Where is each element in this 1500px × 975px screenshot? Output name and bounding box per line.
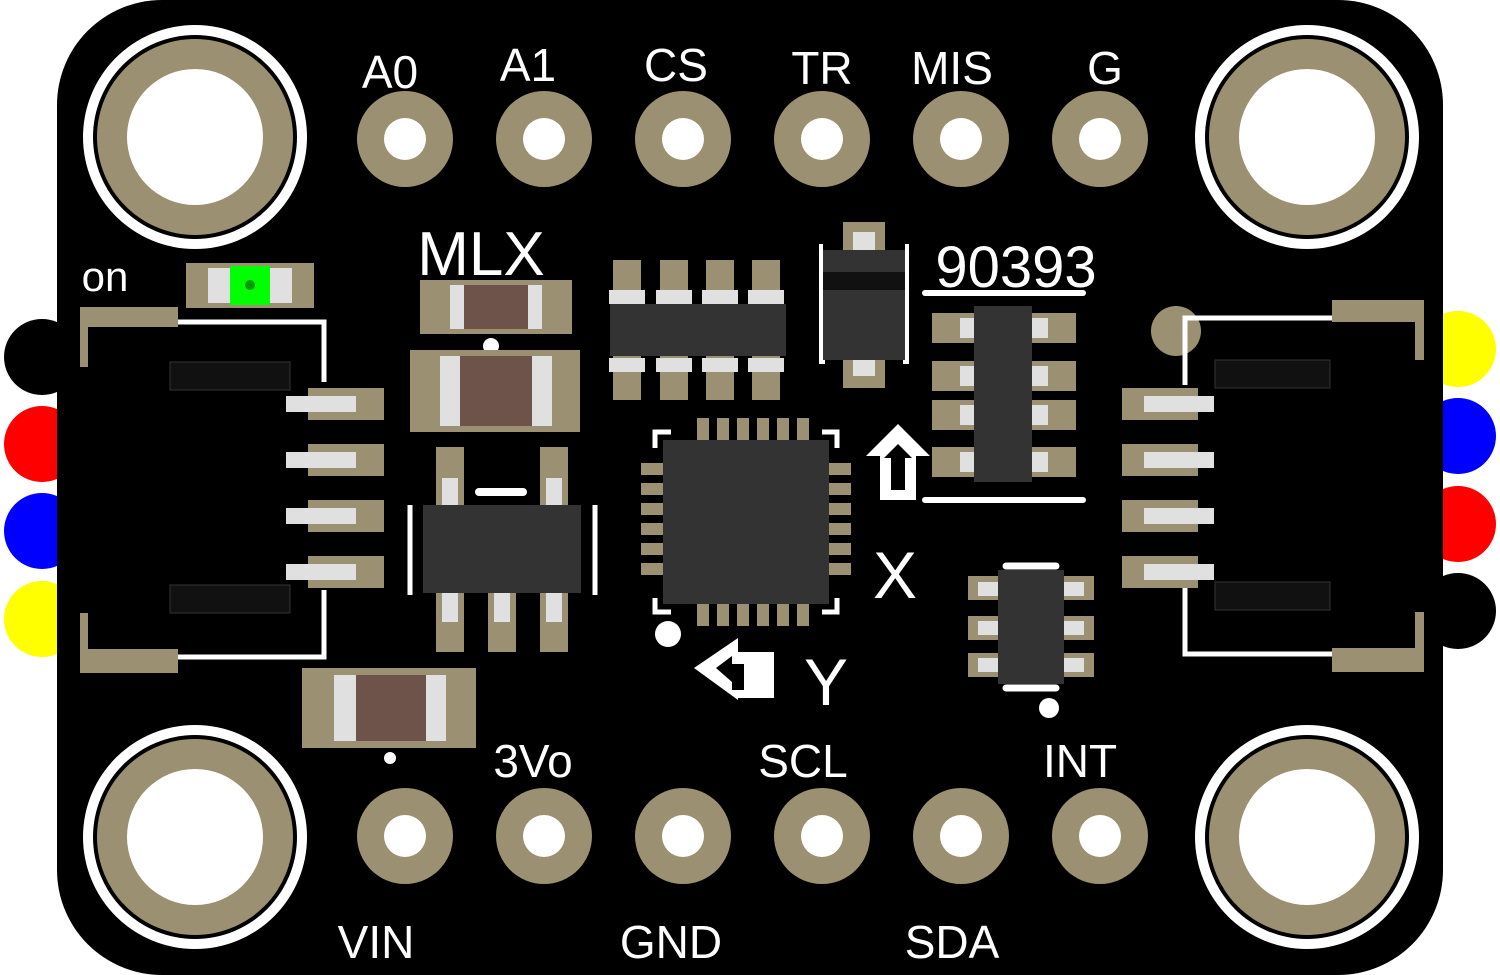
label-mis: MIS [911, 42, 993, 94]
sot-6-chip [968, 562, 1094, 718]
chip-label: MLX [417, 220, 544, 289]
pad-tr [774, 91, 870, 187]
label-g: G [1087, 42, 1123, 94]
label-3vo: 3Vo [493, 735, 572, 787]
pad-int [1052, 788, 1148, 884]
axis-arrow-left-icon [694, 638, 774, 700]
label-sda: SDA [905, 916, 1000, 968]
qfn-sensor-chip [641, 418, 851, 647]
pad-scl [774, 788, 870, 884]
capacitor-lower [302, 668, 476, 748]
axis-y-label: Y [804, 645, 848, 719]
pad-cs [635, 91, 731, 187]
label-gnd: GND [620, 916, 722, 968]
pad-a1 [496, 91, 592, 187]
label-scl: SCL [758, 735, 847, 787]
pad-a0 [357, 91, 453, 187]
left-jst-connector [80, 307, 384, 673]
mounting-holes [83, 25, 1419, 949]
power-led [186, 263, 314, 308]
led-label: on [82, 253, 129, 300]
soic-8-chip [922, 290, 1086, 503]
pad-vin [357, 788, 453, 884]
mounting-hole-bottom-right [1195, 725, 1419, 949]
top-pin-labels: A0 A1 CS TR MIS G [362, 39, 1123, 98]
mounting-hole-top-left [83, 25, 307, 249]
pad-gnd [635, 788, 731, 884]
label-vin: VIN [338, 916, 415, 968]
axis-arrow-up-icon [866, 424, 930, 500]
resistor-array [609, 260, 786, 400]
capacitor-upper [410, 350, 580, 432]
bottom-pin-labels: 3Vo SCL INT VIN GND SDA [338, 735, 1117, 968]
voltage-regulator [407, 447, 598, 652]
label-a0: A0 [362, 46, 418, 98]
top-header-pads [357, 91, 1148, 187]
label-a1: A1 [500, 39, 556, 91]
label-tr: TR [791, 42, 852, 94]
diode [819, 222, 909, 388]
label-int: INT [1043, 735, 1117, 787]
mounting-hole-bottom-left [83, 725, 307, 949]
silk-dot [384, 752, 396, 764]
pad-3vo [496, 788, 592, 884]
pad-g [1052, 91, 1148, 187]
pad-sda [913, 788, 1009, 884]
axis-x-label: X [873, 538, 917, 612]
label-cs: CS [644, 39, 708, 91]
mounting-hole-top-right [1195, 25, 1419, 249]
resistor-small [420, 280, 572, 334]
bottom-header-pads [357, 788, 1148, 884]
pad-mis [913, 91, 1009, 187]
part-number: 90393 [935, 235, 1096, 300]
right-jst-connector [1122, 300, 1424, 672]
